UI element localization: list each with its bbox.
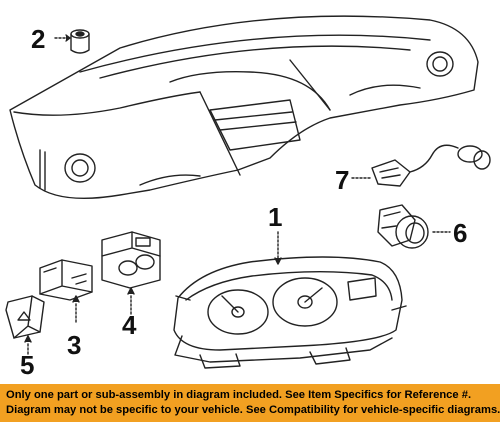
part-2-knob [70, 29, 90, 54]
parts-diagram [5, 15, 491, 369]
part-3-switch [39, 259, 93, 301]
part-5-hazard-switch [5, 295, 45, 339]
part-4-switch-module [101, 231, 161, 289]
callout-6: 6 [453, 218, 468, 248]
callout-7: 7 [335, 165, 350, 195]
callout-3: 3 [67, 330, 82, 360]
callout-4: 4 [122, 310, 137, 340]
callout-5: 5 [20, 350, 35, 380]
disclaimer-line-1: Only one part or sub-assembly in diagram… [6, 389, 472, 401]
disclaimer-banner: Only one part or sub-assembly in diagram… [0, 384, 500, 422]
callout-2: 2 [31, 24, 46, 54]
dashboard-panel [9, 15, 479, 199]
part-1-instrument-cluster [173, 256, 407, 369]
part-7-connector [371, 144, 491, 187]
disclaimer-line-2: Diagram may not be specific to your vehi… [6, 404, 500, 416]
part-6-rotary-switch [377, 204, 429, 249]
callout-1: 1 [268, 202, 283, 232]
